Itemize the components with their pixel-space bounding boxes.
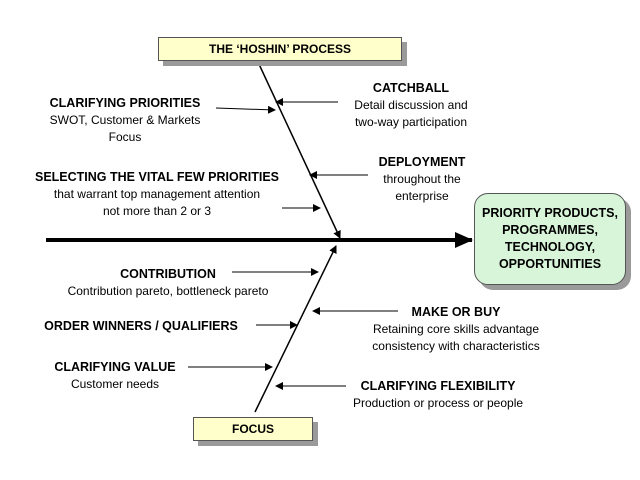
clarifying-priorities-label: CLARIFYING PRIORITIES SWOT, Customer & M… [30, 95, 220, 146]
deployment-label: DEPLOYMENT throughout the enterprise [362, 154, 482, 205]
make-or-buy-line2: consistency with characteristics [372, 339, 540, 353]
clarifying-flexibility-line1: Production or process or people [352, 396, 524, 410]
deployment-line2: enterprise [395, 189, 449, 203]
catchball-label: CATCHBALL Detail discussion and two-way … [336, 80, 486, 131]
clarifying-value-label: CLARIFYING VALUE Customer needs [30, 359, 200, 393]
upper-diagonal [257, 61, 341, 239]
clarifying-value-title: CLARIFYING VALUE [54, 360, 176, 374]
clarifying-priorities-title: CLARIFYING PRIORITIES [49, 96, 201, 110]
order-winners-label: ORDER WINNERS / QUALIFIERS [22, 318, 260, 335]
deployment-title: DEPLOYMENT [378, 155, 466, 169]
contribution-line1: Contribution pareto, bottleneck pareto [67, 284, 269, 298]
contribution-label: CONTRIBUTION Contribution pareto, bottle… [40, 266, 296, 300]
arrow-clarifying-priorities [215, 105, 276, 114]
make-or-buy-label: MAKE OR BUY Retaining core skills advant… [350, 304, 562, 355]
clarifying-value-line1: Customer needs [70, 377, 160, 391]
contribution-title: CONTRIBUTION [120, 267, 216, 281]
hoshin-process-box: THE ‘HOSHIN’ PROCESS [158, 37, 402, 61]
make-or-buy-title: MAKE OR BUY [411, 305, 501, 319]
catchball-title: CATCHBALL [372, 81, 450, 95]
order-winners-title: ORDER WINNERS / QUALIFIERS [44, 319, 238, 333]
make-or-buy-line1: Retaining core skills advantage [372, 322, 540, 336]
clarifying-priorities-line1: SWOT, Customer & Markets [49, 113, 201, 127]
clarifying-priorities-line2: Focus [108, 130, 142, 144]
selecting-priorities-title: SELECTING THE VITAL FEW PRIORITIES [35, 170, 279, 184]
priority-result-box: PRIORITY PRODUCTS, PROGRAMMES, TECHNOLOG… [474, 193, 626, 285]
selecting-priorities-line1: that warrant top management attention [53, 187, 261, 201]
selecting-priorities-line2: not more than 2 or 3 [102, 204, 212, 218]
clarifying-flexibility-label: CLARIFYING FLEXIBILITY Production or pro… [330, 378, 546, 412]
clarifying-flexibility-title: CLARIFYING FLEXIBILITY [360, 379, 516, 393]
selecting-priorities-label: SELECTING THE VITAL FEW PRIORITIES that … [10, 169, 304, 220]
catchball-line1: Detail discussion and [354, 98, 468, 112]
lower-diagonal [254, 245, 337, 413]
focus-box: FOCUS [193, 417, 313, 441]
catchball-line2: two-way participation [354, 115, 468, 129]
deployment-line1: throughout the [383, 172, 461, 186]
